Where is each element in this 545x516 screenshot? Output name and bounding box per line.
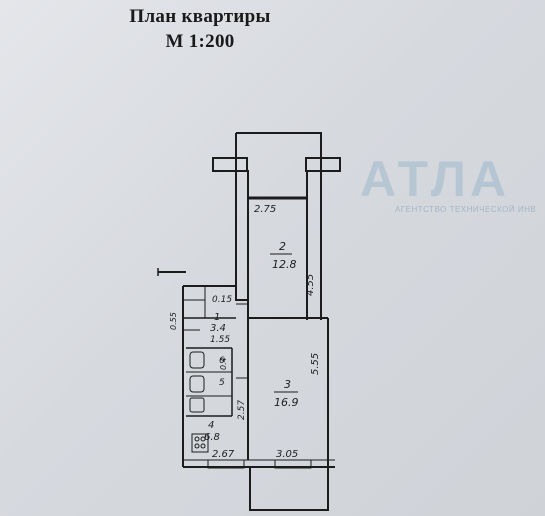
balcony-width-label: 2.75 [254,204,276,215]
room-3-area: 16.9 [274,396,299,409]
room-4-depth: 2.57 [237,400,247,420]
hall-dim-label-2: 0.4 [219,357,228,370]
room-2-area: 12.8 [272,258,297,271]
watermark-tagline: АГЕНТСТВО ТЕХНИЧЕСКОЙ ИНВ [395,205,537,214]
dimension-labels: 2.75 0.15 0.4 0.55 2.67 3.05 [169,204,298,460]
room-1-area: 3.4 [210,323,226,334]
room-6-number: 6 [219,356,225,366]
room-labels: 2 12.8 4.55 1 3.4 1.55 3 16.9 5.55 4 6.8… [204,240,321,443]
room3-width-label: 3.05 [276,449,298,460]
watermark-logo: АТЛА [360,151,511,207]
plan-walls [157,132,341,511]
closet-width-label: 0.55 [169,312,178,330]
plan-title: План квартиры [129,6,271,27]
room-2-depth: 4.55 [305,274,316,296]
hall-dim-label-1: 0.15 [212,295,232,305]
room-3-number: 3 [284,378,291,391]
plan-scale: М 1:200 [165,31,235,52]
room-3-depth: 5.55 [310,353,321,375]
room-4-area: 6.8 [204,432,220,443]
room-1-number: 1 [214,312,220,323]
room-1-width: 1.55 [210,335,230,345]
room-5-number: 5 [219,378,225,388]
room-4-number: 4 [208,420,214,431]
kitchen-width-label: 2.67 [212,449,235,460]
room-2-number: 2 [279,240,286,253]
